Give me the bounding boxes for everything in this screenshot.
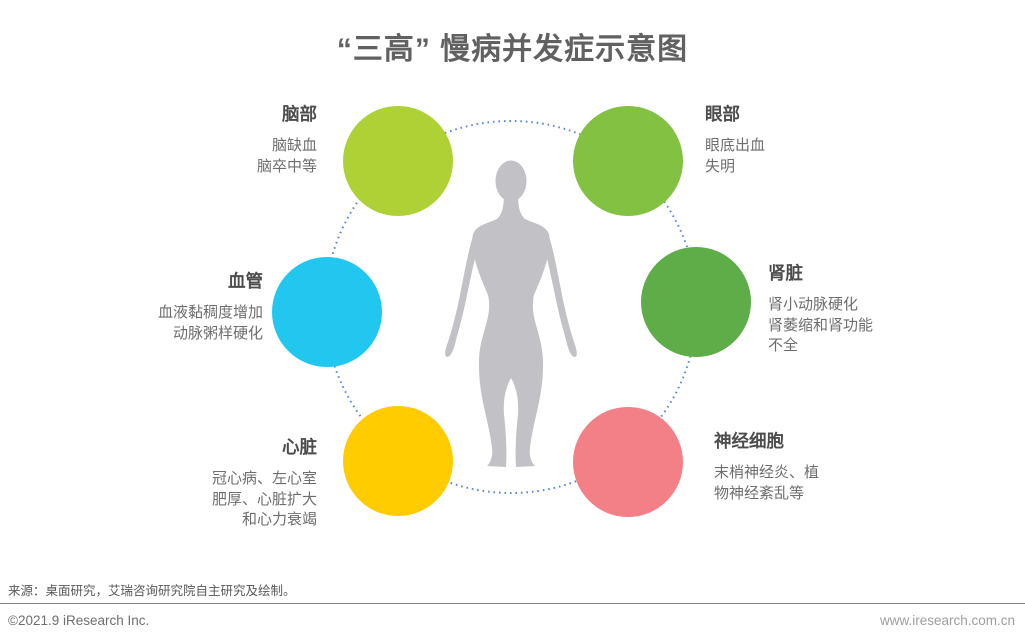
organ-desc-brain: 脑缺血 脑卒中等 (256, 137, 317, 175)
circle-vessel (272, 257, 382, 367)
organ-group-eye: 眼部 眼底出血 失明 (705, 104, 765, 177)
organ-label-heart: 心脏 (282, 437, 317, 457)
organ-label-brain: 脑部 (282, 104, 317, 124)
organ-label-eye: 眼部 (705, 104, 740, 124)
circle-kidney (641, 247, 751, 357)
organ-desc-kidney: 肾小动脉硬化 肾萎缩和肾功能 不全 (768, 296, 874, 355)
organ-group-vessel: 血管 血液黏稠度增加 动脉粥样硬化 (158, 271, 263, 344)
circle-nerve (573, 407, 683, 517)
organ-desc-heart: 冠心病、左心室 肥厚、心脏扩大 和心力衰竭 (211, 470, 317, 529)
website-text: www.iresearch.com.cn (879, 613, 1015, 628)
circle-brain (343, 106, 453, 216)
organ-group-nerve: 神经细胞 末梢神经炎、植 物神经紊乱等 (714, 431, 819, 504)
organ-label-kidney: 肾脏 (768, 263, 803, 283)
organ-desc-nerve: 末梢神经炎、植 物神经紊乱等 (714, 464, 820, 502)
human-silhouette-icon (445, 160, 577, 467)
circle-eye (573, 106, 683, 216)
organ-group-brain: 脑部 脑缺血 脑卒中等 (257, 104, 317, 177)
source-note: 来源：桌面研究，艾瑞咨询研究院自主研究及绘制。 (8, 584, 296, 598)
organ-desc-eye: 眼底出血 失明 (705, 137, 766, 175)
organ-label-nerve: 神经细胞 (714, 431, 784, 451)
organ-desc-vessel: 血液黏稠度增加 动脉粥样硬化 (157, 304, 263, 342)
circle-heart (343, 406, 453, 516)
organ-group-heart: 心脏 冠心病、左心室 肥厚、心脏扩大 和心力衰竭 (212, 437, 317, 531)
page-title: “三高” 慢病并发症示意图 (336, 33, 689, 66)
organ-group-kidney: 肾脏 肾小动脉硬化 肾萎缩和肾功能 不全 (768, 263, 873, 357)
copyright-text: ©2021.9 iResearch Inc. (8, 613, 150, 628)
footer-divider (0, 603, 1025, 604)
organ-label-vessel: 血管 (228, 271, 263, 291)
